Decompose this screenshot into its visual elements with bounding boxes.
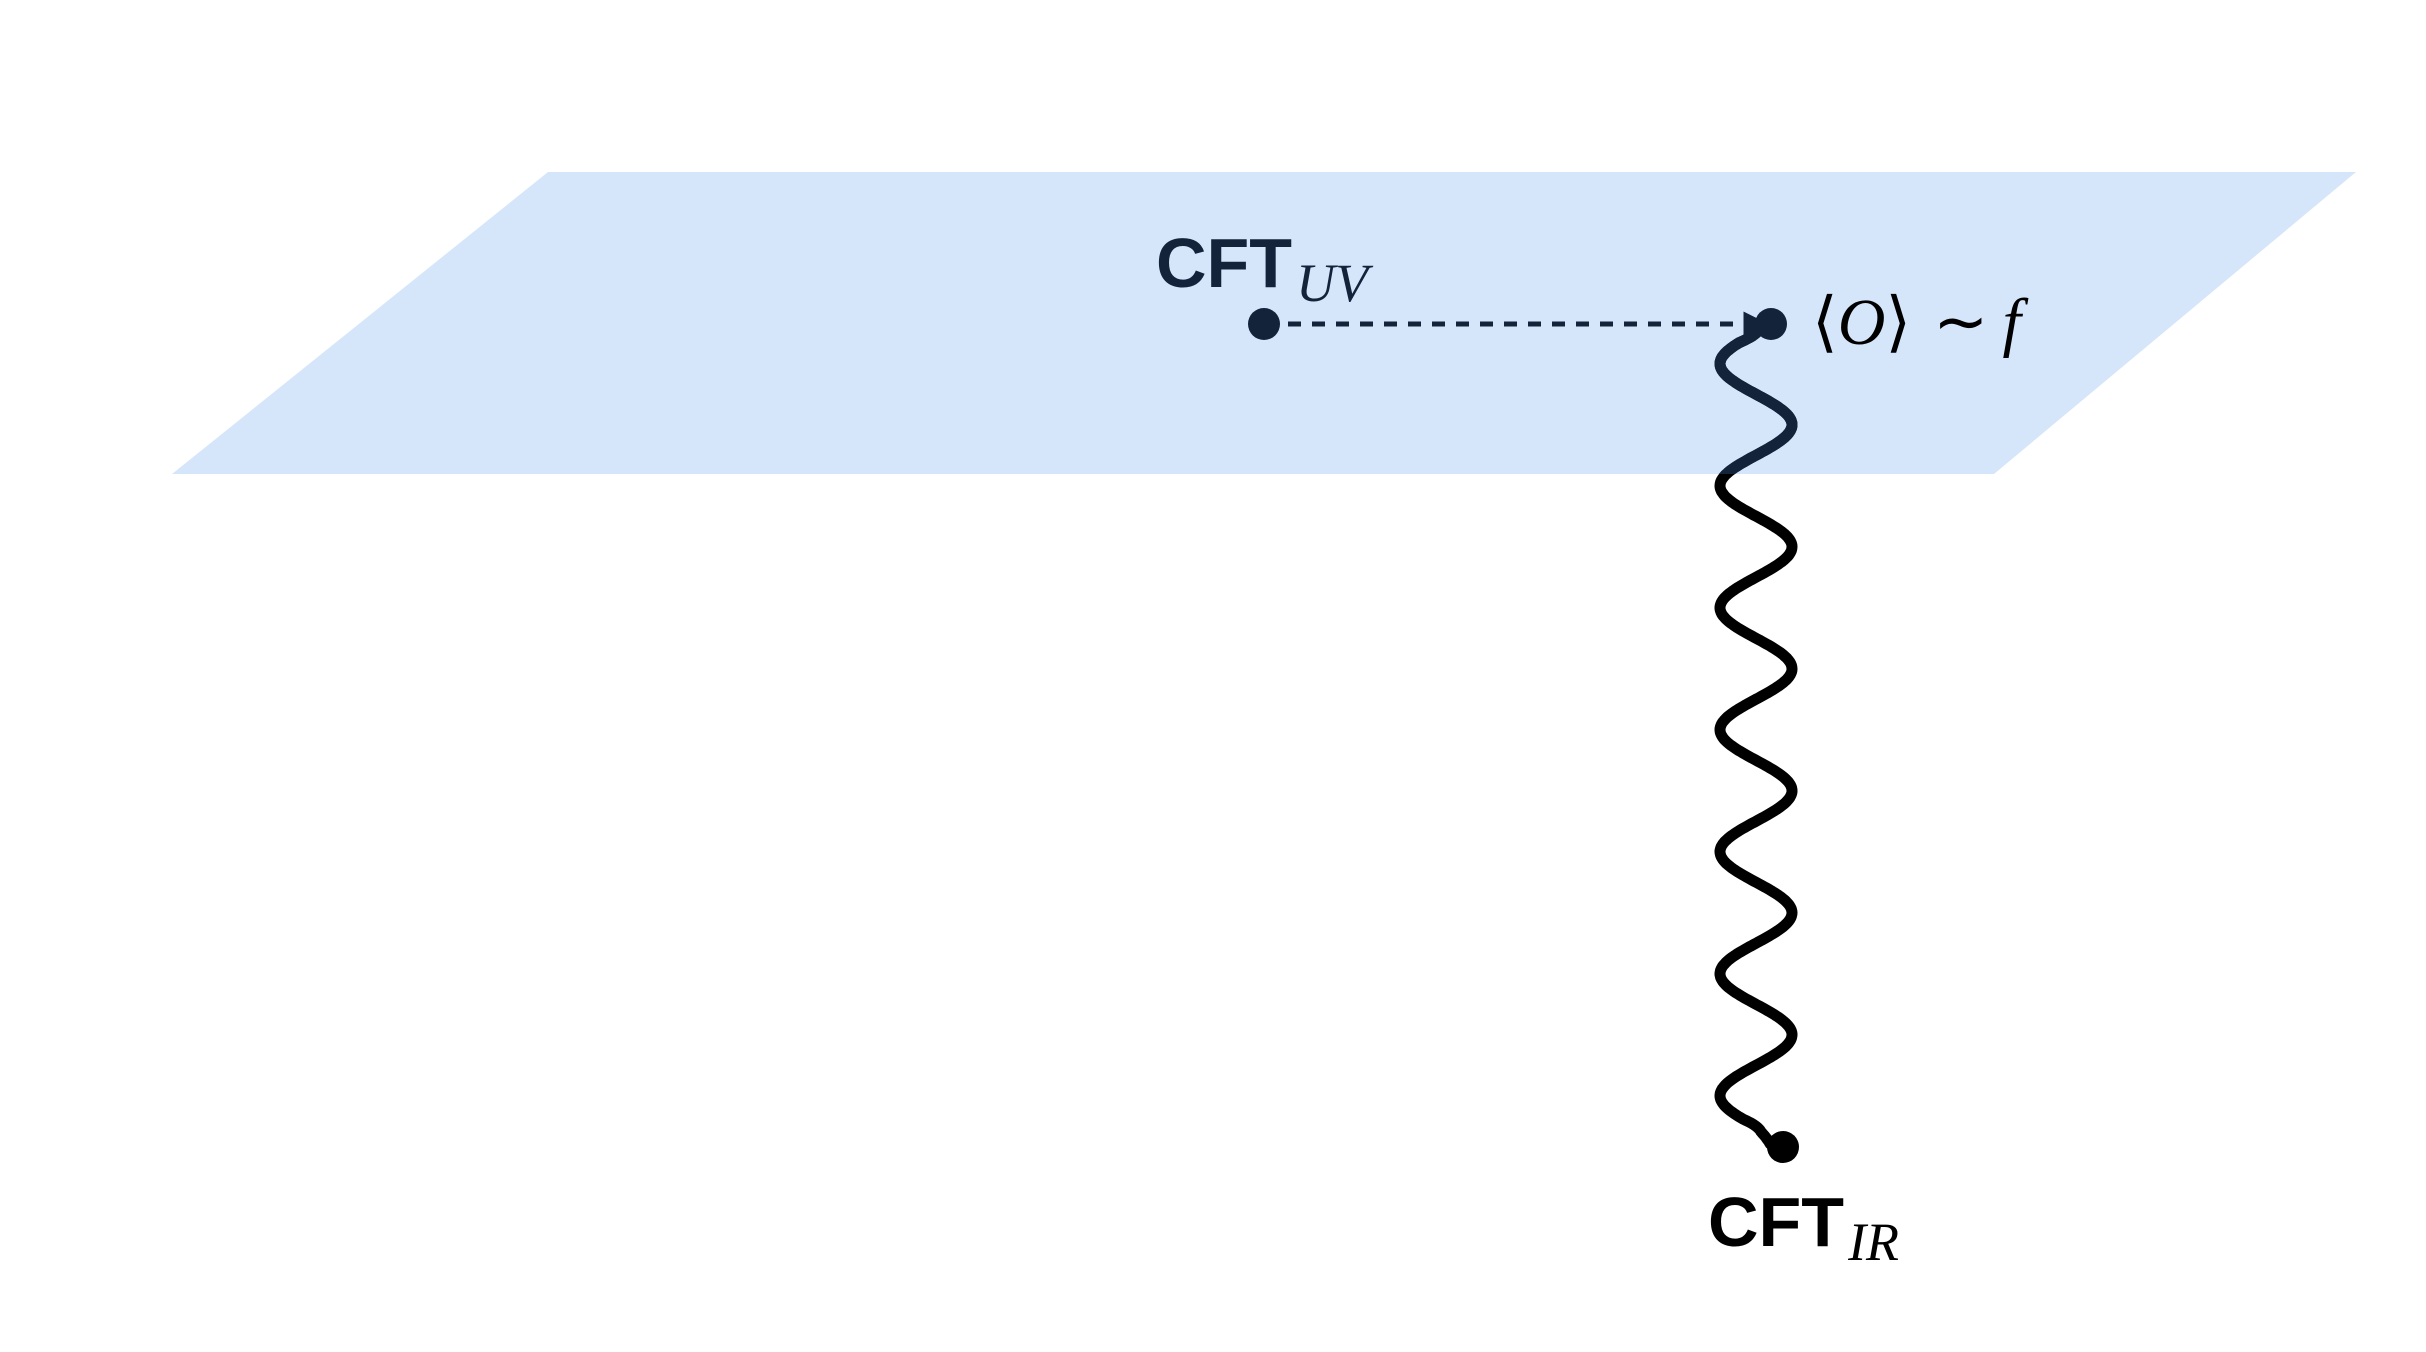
vev-close-bracket: ⟩	[1885, 286, 1911, 359]
vev-label: ⟨O⟩∼f	[1812, 286, 2028, 359]
cft-uv-main: CFT	[1156, 224, 1292, 302]
cft-ir-point	[1767, 1131, 1799, 1163]
vev-sim: ∼	[1933, 286, 1988, 359]
deformed-point	[1755, 308, 1787, 340]
cft-ir-subscript: IR	[1847, 1212, 1899, 1272]
vev-operator: O	[1838, 286, 1886, 359]
cft-uv-label: CFTUV	[1156, 224, 1374, 313]
cft-ir-label: CFTIR	[1708, 1183, 1899, 1272]
rg-flow-wavy-line-on-plane	[1714, 312, 1798, 474]
vev-open-bracket: ⟨	[1812, 286, 1838, 359]
cft-uv-subscript: UV	[1296, 253, 1374, 313]
cft-uv-point	[1248, 308, 1280, 340]
cft-ir-main: CFT	[1708, 1183, 1844, 1261]
